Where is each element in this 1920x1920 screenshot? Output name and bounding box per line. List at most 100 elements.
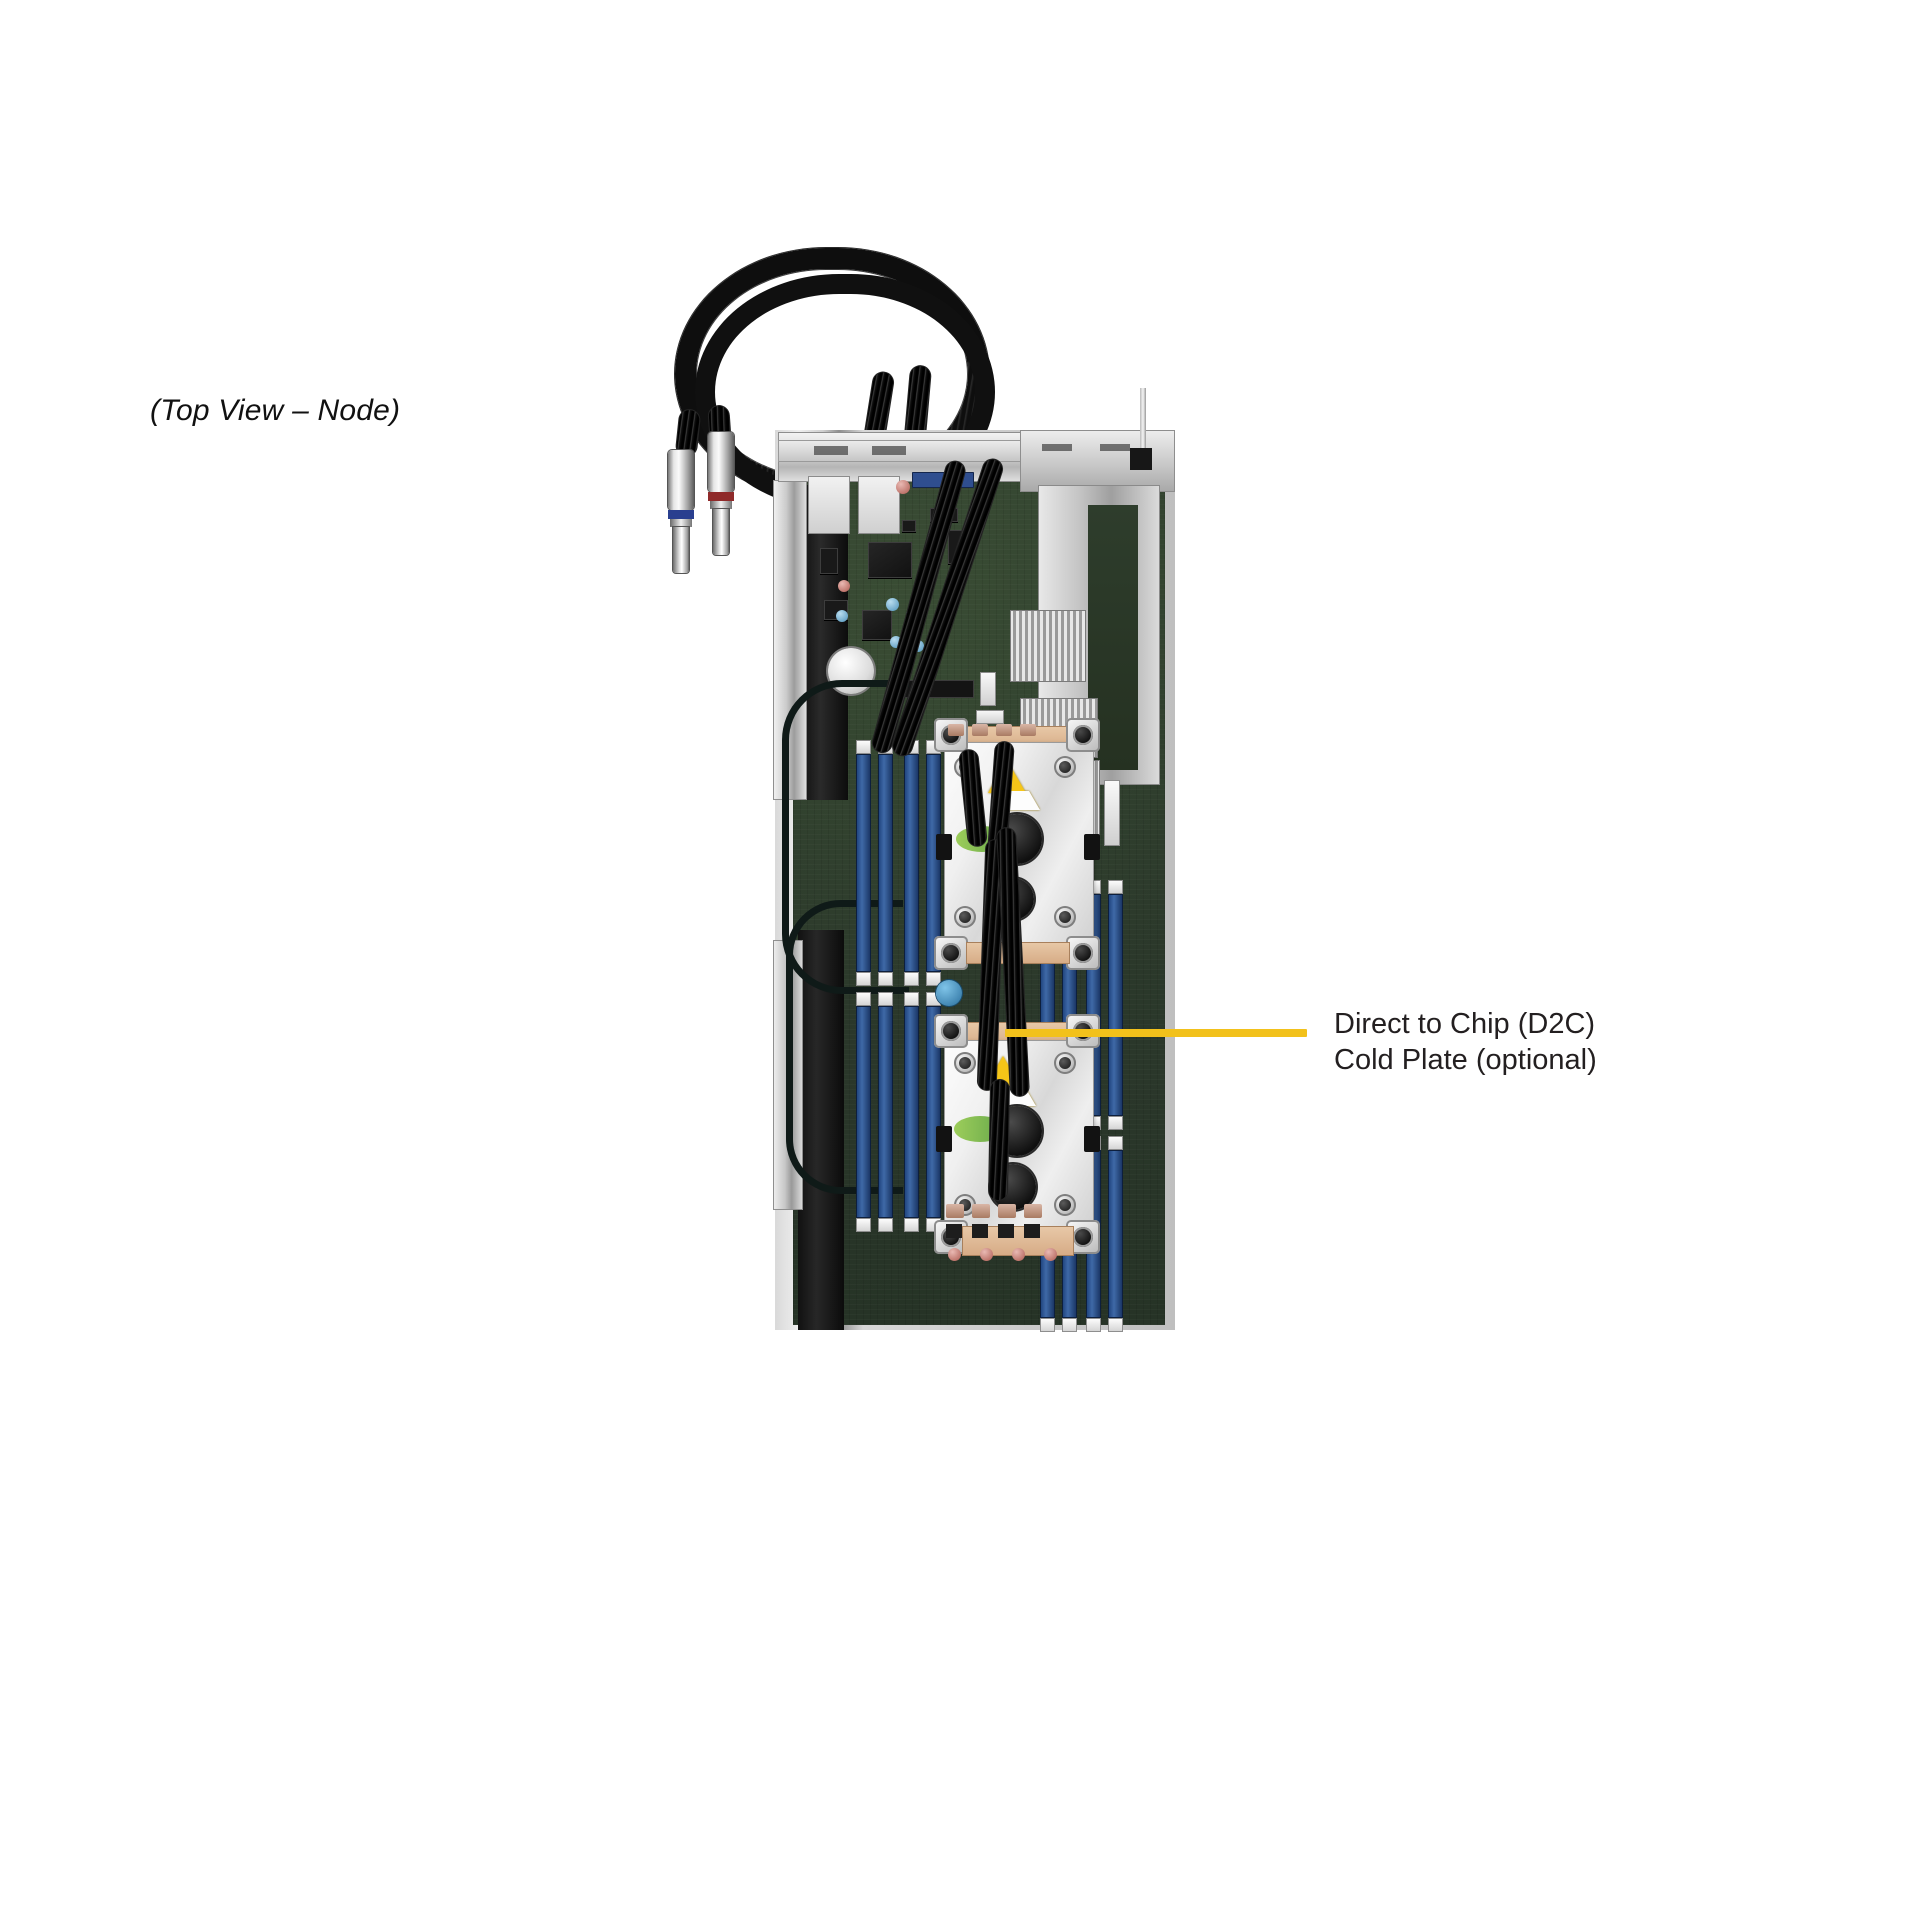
dimm-latch[interactable] (1108, 1116, 1123, 1130)
cold-plate-lower-screw-tr[interactable] (1054, 1052, 1076, 1074)
vrm-cap (1020, 724, 1036, 736)
vrm-choke (998, 1224, 1014, 1238)
cap-red-vrm (1044, 1248, 1057, 1261)
vrm-choke (972, 1224, 988, 1238)
dimm-latch[interactable] (1108, 880, 1123, 894)
io-port-2[interactable] (858, 476, 900, 534)
white-connector-e (1104, 780, 1120, 846)
dimm-slot[interactable] (926, 754, 941, 972)
dimm-latch[interactable] (904, 972, 919, 986)
callout-d2c-cold-plate: Direct to Chip (D2C) Cold Plate (optiona… (1334, 1006, 1754, 1078)
vrm-cap (972, 1204, 990, 1218)
cap-red-2 (896, 480, 910, 494)
cap-red-1 (838, 580, 850, 592)
dimm-latch[interactable] (856, 992, 871, 1006)
dimm-slot[interactable] (1108, 894, 1123, 1116)
qd-red-tip (713, 509, 729, 555)
vrm-choke (1024, 1224, 1040, 1238)
callout-line-2: Cold Plate (optional) (1334, 1044, 1597, 1076)
cap-blue-7 (836, 610, 848, 622)
antenna-pin-base (1130, 448, 1152, 470)
dimm-slot[interactable] (904, 1006, 919, 1218)
front-bay-upper (802, 485, 848, 800)
dimm-latch[interactable] (878, 1218, 893, 1232)
soc-chip-f (902, 520, 916, 532)
dimm-latch[interactable] (1040, 1318, 1055, 1332)
cold-plate-upper-screw-br[interactable] (1054, 906, 1076, 928)
dimm-latch[interactable] (856, 1218, 871, 1232)
dimm-latch[interactable] (904, 992, 919, 1006)
dimm-slot[interactable] (856, 754, 871, 972)
cold-plate-upper-standoff-br[interactable] (1066, 936, 1100, 970)
antenna-pin (1140, 388, 1146, 450)
dimm-latch[interactable] (1108, 1318, 1123, 1332)
qd-blue-tip (673, 527, 689, 573)
dimm-latch[interactable] (856, 972, 871, 986)
cap-red-vrm (948, 1248, 961, 1261)
vrm-cap (972, 724, 988, 736)
quick-disconnect-red[interactable] (708, 432, 734, 555)
front-bracket-upper (773, 480, 807, 800)
bmc-chip (868, 542, 912, 578)
dimm-latch[interactable] (904, 1218, 919, 1232)
dimm-slot[interactable] (878, 754, 893, 972)
io-port-1[interactable] (808, 476, 850, 534)
dimm-latch[interactable] (1062, 1318, 1077, 1332)
cold-plate-upper-standoff-bl[interactable] (934, 936, 968, 970)
vrm-cap (948, 724, 964, 736)
io-label-1 (814, 446, 848, 455)
dimm-latch[interactable] (856, 740, 871, 754)
cold-plate-lower-standoff-tl[interactable] (934, 1014, 968, 1048)
soc-chip-a (820, 548, 838, 574)
heatsink-fins-a (1010, 610, 1086, 682)
cold-plate-lower-clip-left (936, 1126, 952, 1152)
cap-red-vrm (1012, 1248, 1025, 1261)
dimm-slot[interactable] (1108, 1150, 1123, 1318)
cold-plate-lower-screw-tl[interactable] (954, 1052, 976, 1074)
dimm-slot[interactable] (856, 1006, 871, 1218)
qd-red-body (708, 432, 734, 492)
vrm-cap (946, 1204, 964, 1218)
dimm-latch[interactable] (1086, 1318, 1101, 1332)
dimm-latch[interactable] (878, 992, 893, 1006)
view-caption: (Top View – Node) (150, 394, 401, 427)
cap-blue-1 (886, 598, 899, 611)
qd-red-collar (710, 501, 732, 509)
quick-disconnect-blue[interactable] (668, 450, 694, 573)
vrm-cap (998, 1204, 1016, 1218)
callout-leader-line (1005, 1029, 1307, 1037)
vrm-cap (1024, 1204, 1042, 1218)
internal-cable-2 (786, 900, 903, 1194)
io-label-3 (1042, 444, 1072, 451)
front-bay-lower (798, 930, 844, 1330)
cold-plate-lower-screw-br[interactable] (1054, 1194, 1076, 1216)
blue-thumbscrew[interactable] (936, 980, 962, 1006)
dimm-slot[interactable] (904, 754, 919, 972)
io-label-2 (872, 446, 906, 455)
vrm-cap (996, 724, 1012, 736)
cold-plate-upper-screw-tr[interactable] (1054, 756, 1076, 778)
qd-blue-band (668, 510, 694, 519)
io-label-4 (1100, 444, 1130, 451)
server-node-photo (668, 248, 1210, 1420)
cap-red-vrm (980, 1248, 993, 1261)
soc-chip-c (862, 610, 892, 640)
vrm-choke (946, 1224, 962, 1238)
cold-plate-upper-clip-right (1084, 834, 1100, 860)
internal-cable (782, 680, 909, 994)
qd-blue-collar (670, 519, 692, 527)
white-connector-a (980, 672, 996, 706)
qd-blue-body (668, 450, 694, 510)
dimm-latch[interactable] (926, 972, 941, 986)
dimm-slot[interactable] (878, 1006, 893, 1218)
dimm-latch[interactable] (878, 972, 893, 986)
cold-plate-lower-clip-right (1084, 1126, 1100, 1152)
white-connector-b (976, 710, 1004, 724)
cold-plate-upper-standoff-tr[interactable] (1066, 718, 1100, 752)
dimm-latch[interactable] (1108, 1136, 1123, 1150)
dimm-slot[interactable] (926, 1006, 941, 1218)
cold-plate-upper-clip-left (936, 834, 952, 860)
qd-red-band (708, 492, 734, 501)
cold-plate-upper-screw-bl[interactable] (954, 906, 976, 928)
